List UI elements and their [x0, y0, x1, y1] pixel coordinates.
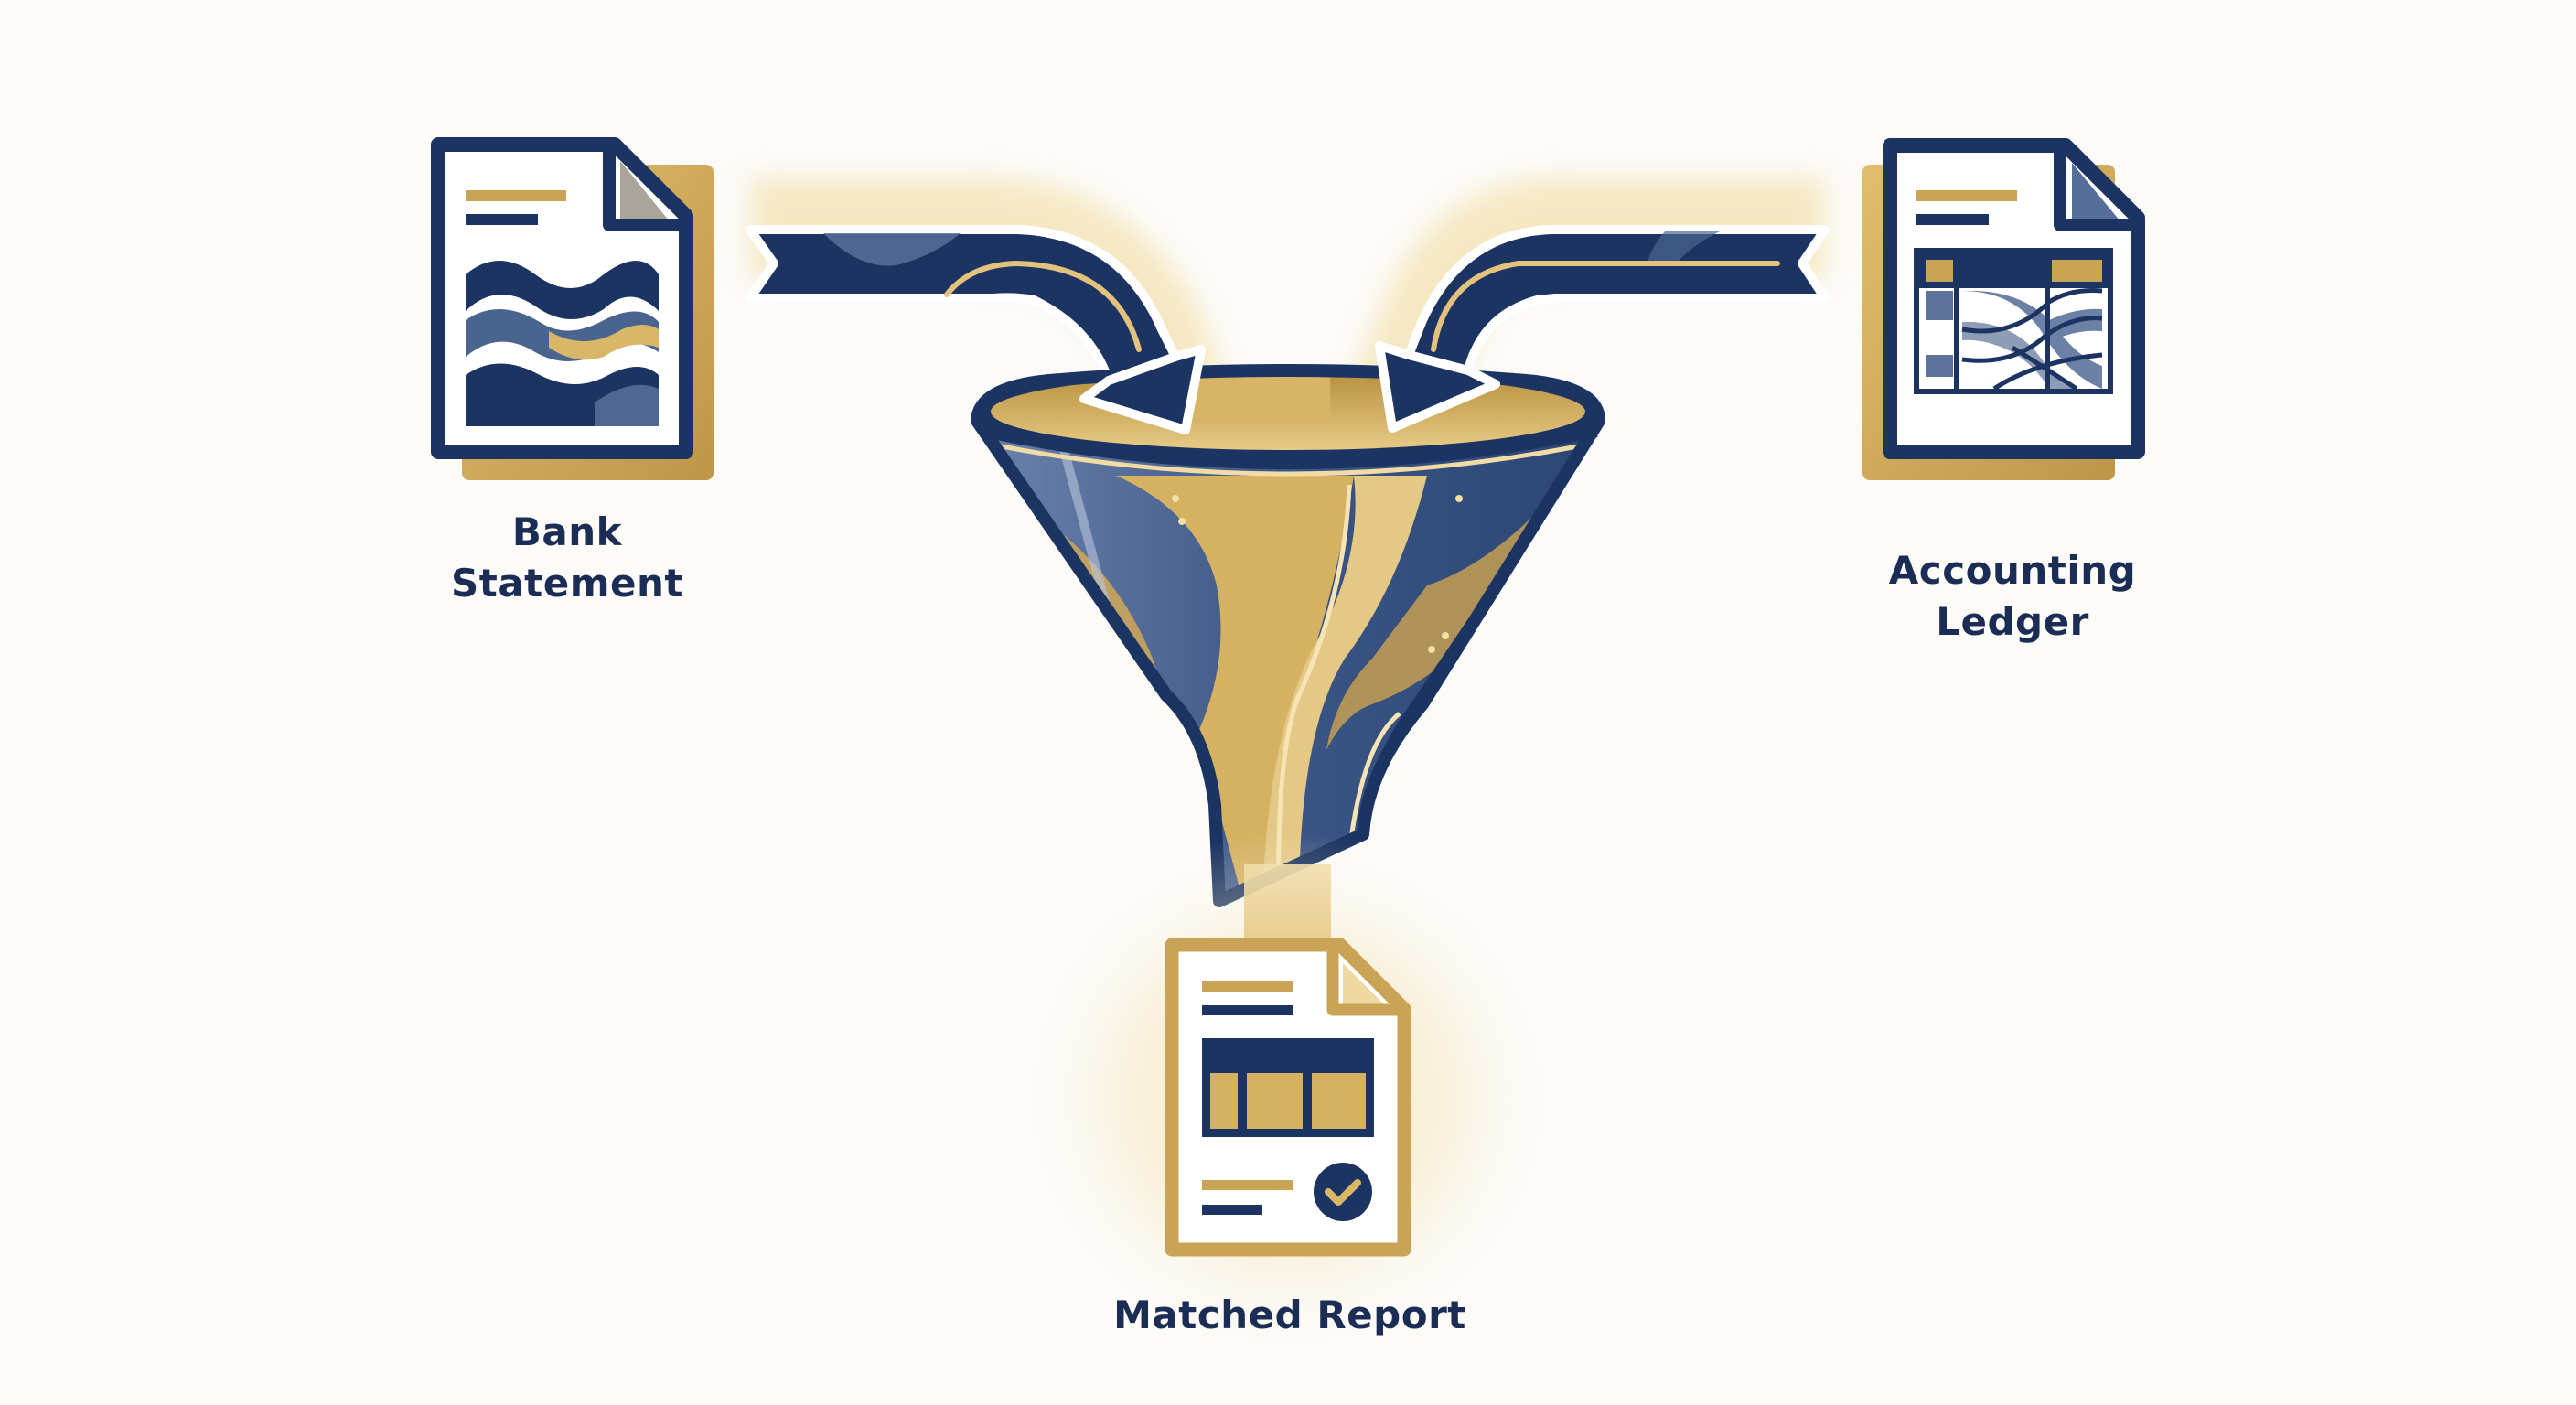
matched-report-label-text: Matched Report — [1113, 1292, 1466, 1337]
matched-report-icon — [1165, 938, 1411, 1257]
funnel-icon — [971, 341, 1605, 907]
bank-statement-label: Bank Statement — [430, 507, 704, 609]
matched-report-label: Matched Report — [1061, 1290, 1519, 1341]
accounting-ledger-label-line2: Ledger — [1936, 599, 2089, 644]
bank-statement-label-line1: Bank — [511, 509, 623, 554]
checkmark-badge-icon — [1314, 1163, 1372, 1221]
bank-statement-icon — [431, 137, 714, 480]
accounting-ledger-label-line1: Accounting — [1888, 548, 2137, 593]
accounting-ledger-icon — [1862, 138, 2145, 480]
accounting-ledger-label: Accounting Ledger — [1857, 545, 2168, 648]
bank-statement-label-line2: Statement — [451, 561, 683, 606]
